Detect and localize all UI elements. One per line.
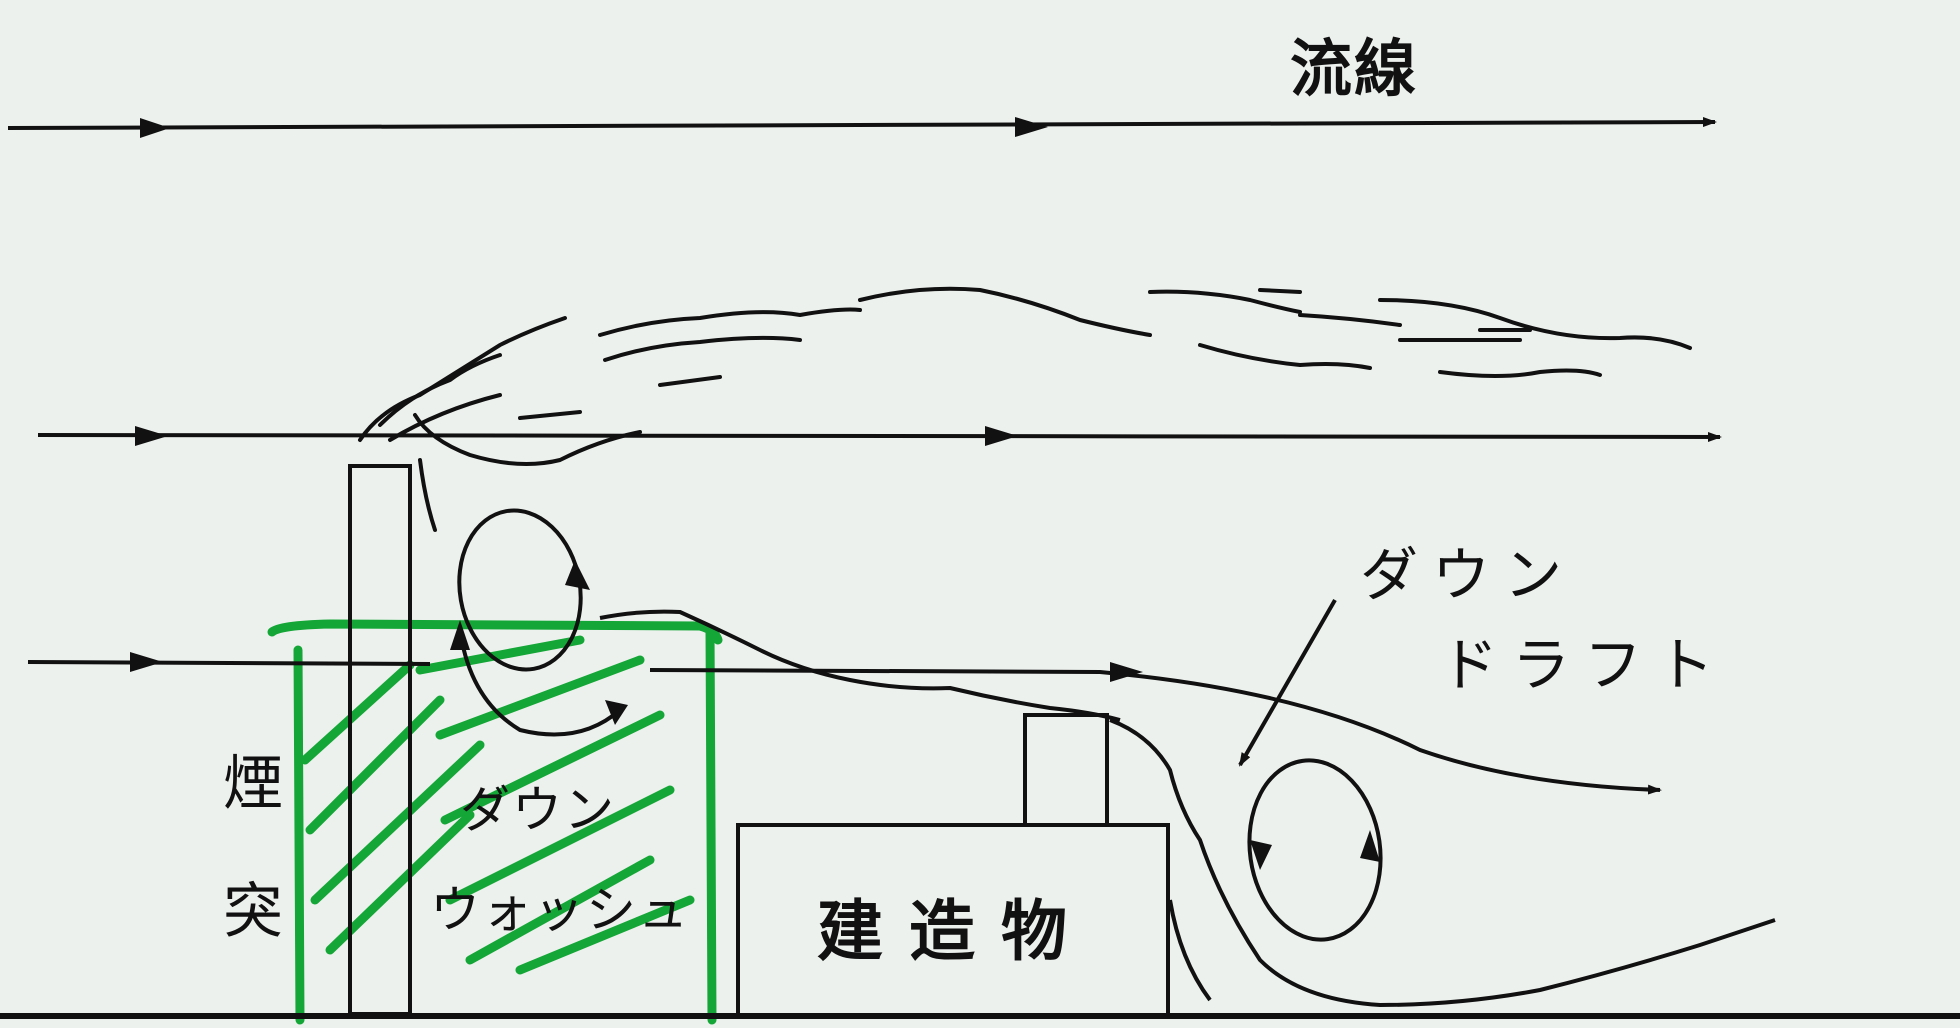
downwash-eddy-arrow [565,560,590,590]
label-downwash: ダウン ウォッシュ [430,760,730,960]
downdraft-wake-lower [1168,899,1212,1002]
label-chimney: 煙突 [223,749,283,947]
label-streamline: 流線 [1290,32,1419,105]
downdraft-eddy [1109,599,1776,1008]
streamline-low-arrow-1 [130,652,163,672]
streamline-low-arrow-2 [1110,662,1143,682]
streamline-middle [37,431,1722,442]
downdraft-pointer [1238,599,1337,767]
downwash-down-arrow [450,620,470,650]
downdraft-wake [1109,718,1776,1008]
highlight-hatching [300,635,695,975]
label-downdraft-line2: ドラフト [1440,631,1729,699]
label-downdraft-line1: ダウン [1360,541,1577,609]
smoke-plume [358,286,1692,532]
downwash-highlight [267,619,723,1025]
label-downdraft: ダウン ドラフト [1360,530,1728,710]
streamline-low [27,660,1660,790]
streamline-middle-arrow-mid-2 [985,426,1018,446]
downwash-wake [599,609,1121,722]
building-roof-structure [1023,713,1109,827]
downwash-eddy [450,508,1121,737]
downdraft-eddy-arrow-1 [1360,830,1380,862]
downwash-curve [458,629,622,737]
downdraft-eddy-loop [1247,758,1383,942]
streamline-top [7,117,1717,130]
label-downwash-line1: ダウン [460,781,616,839]
streamline-middle-arrow-mid-1 [135,426,168,446]
streamline-top-arrow-mid-1 [140,118,170,138]
label-downwash-line2: ウォッシュ [430,881,690,939]
streamlines [7,117,1722,790]
label-building: 建造物 [817,893,1093,970]
highlight-outline [267,619,723,1025]
downwash-curve-arrow [605,700,628,725]
downdraft-eddy-arrow-2 [1250,840,1272,870]
streamline-top-arrow-mid-2 [1015,117,1048,137]
